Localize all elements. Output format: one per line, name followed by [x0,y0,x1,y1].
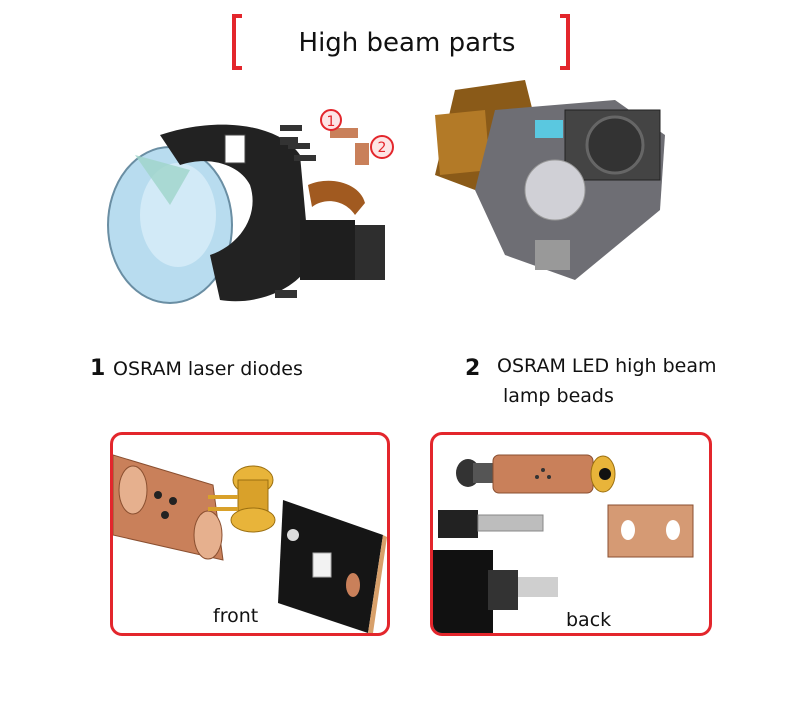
item-2-label-line2: lamp beads [503,385,614,407]
front-panel: front [110,432,390,636]
item-2-number: 2 [465,356,481,381]
back-caption: back [566,609,612,631]
callout-2: 2 [370,135,394,159]
page-title: High beam parts [298,28,516,58]
callout-1: 1 [320,109,342,131]
assembled-lamp-illustration [435,80,665,280]
exploded-lamp-illustration [107,124,385,304]
title-bracket-left [232,14,242,70]
item-1-number: 1 [90,356,106,381]
item-1-label: OSRAM laser diodes [113,358,303,380]
front-diode-illustration [113,454,387,633]
back-diode-illustration [433,454,694,633]
front-caption: front [213,605,259,627]
title-bracket-right [560,14,570,70]
back-panel: back [430,432,712,636]
item-2-label-line1: OSRAM LED high beam [497,355,717,377]
